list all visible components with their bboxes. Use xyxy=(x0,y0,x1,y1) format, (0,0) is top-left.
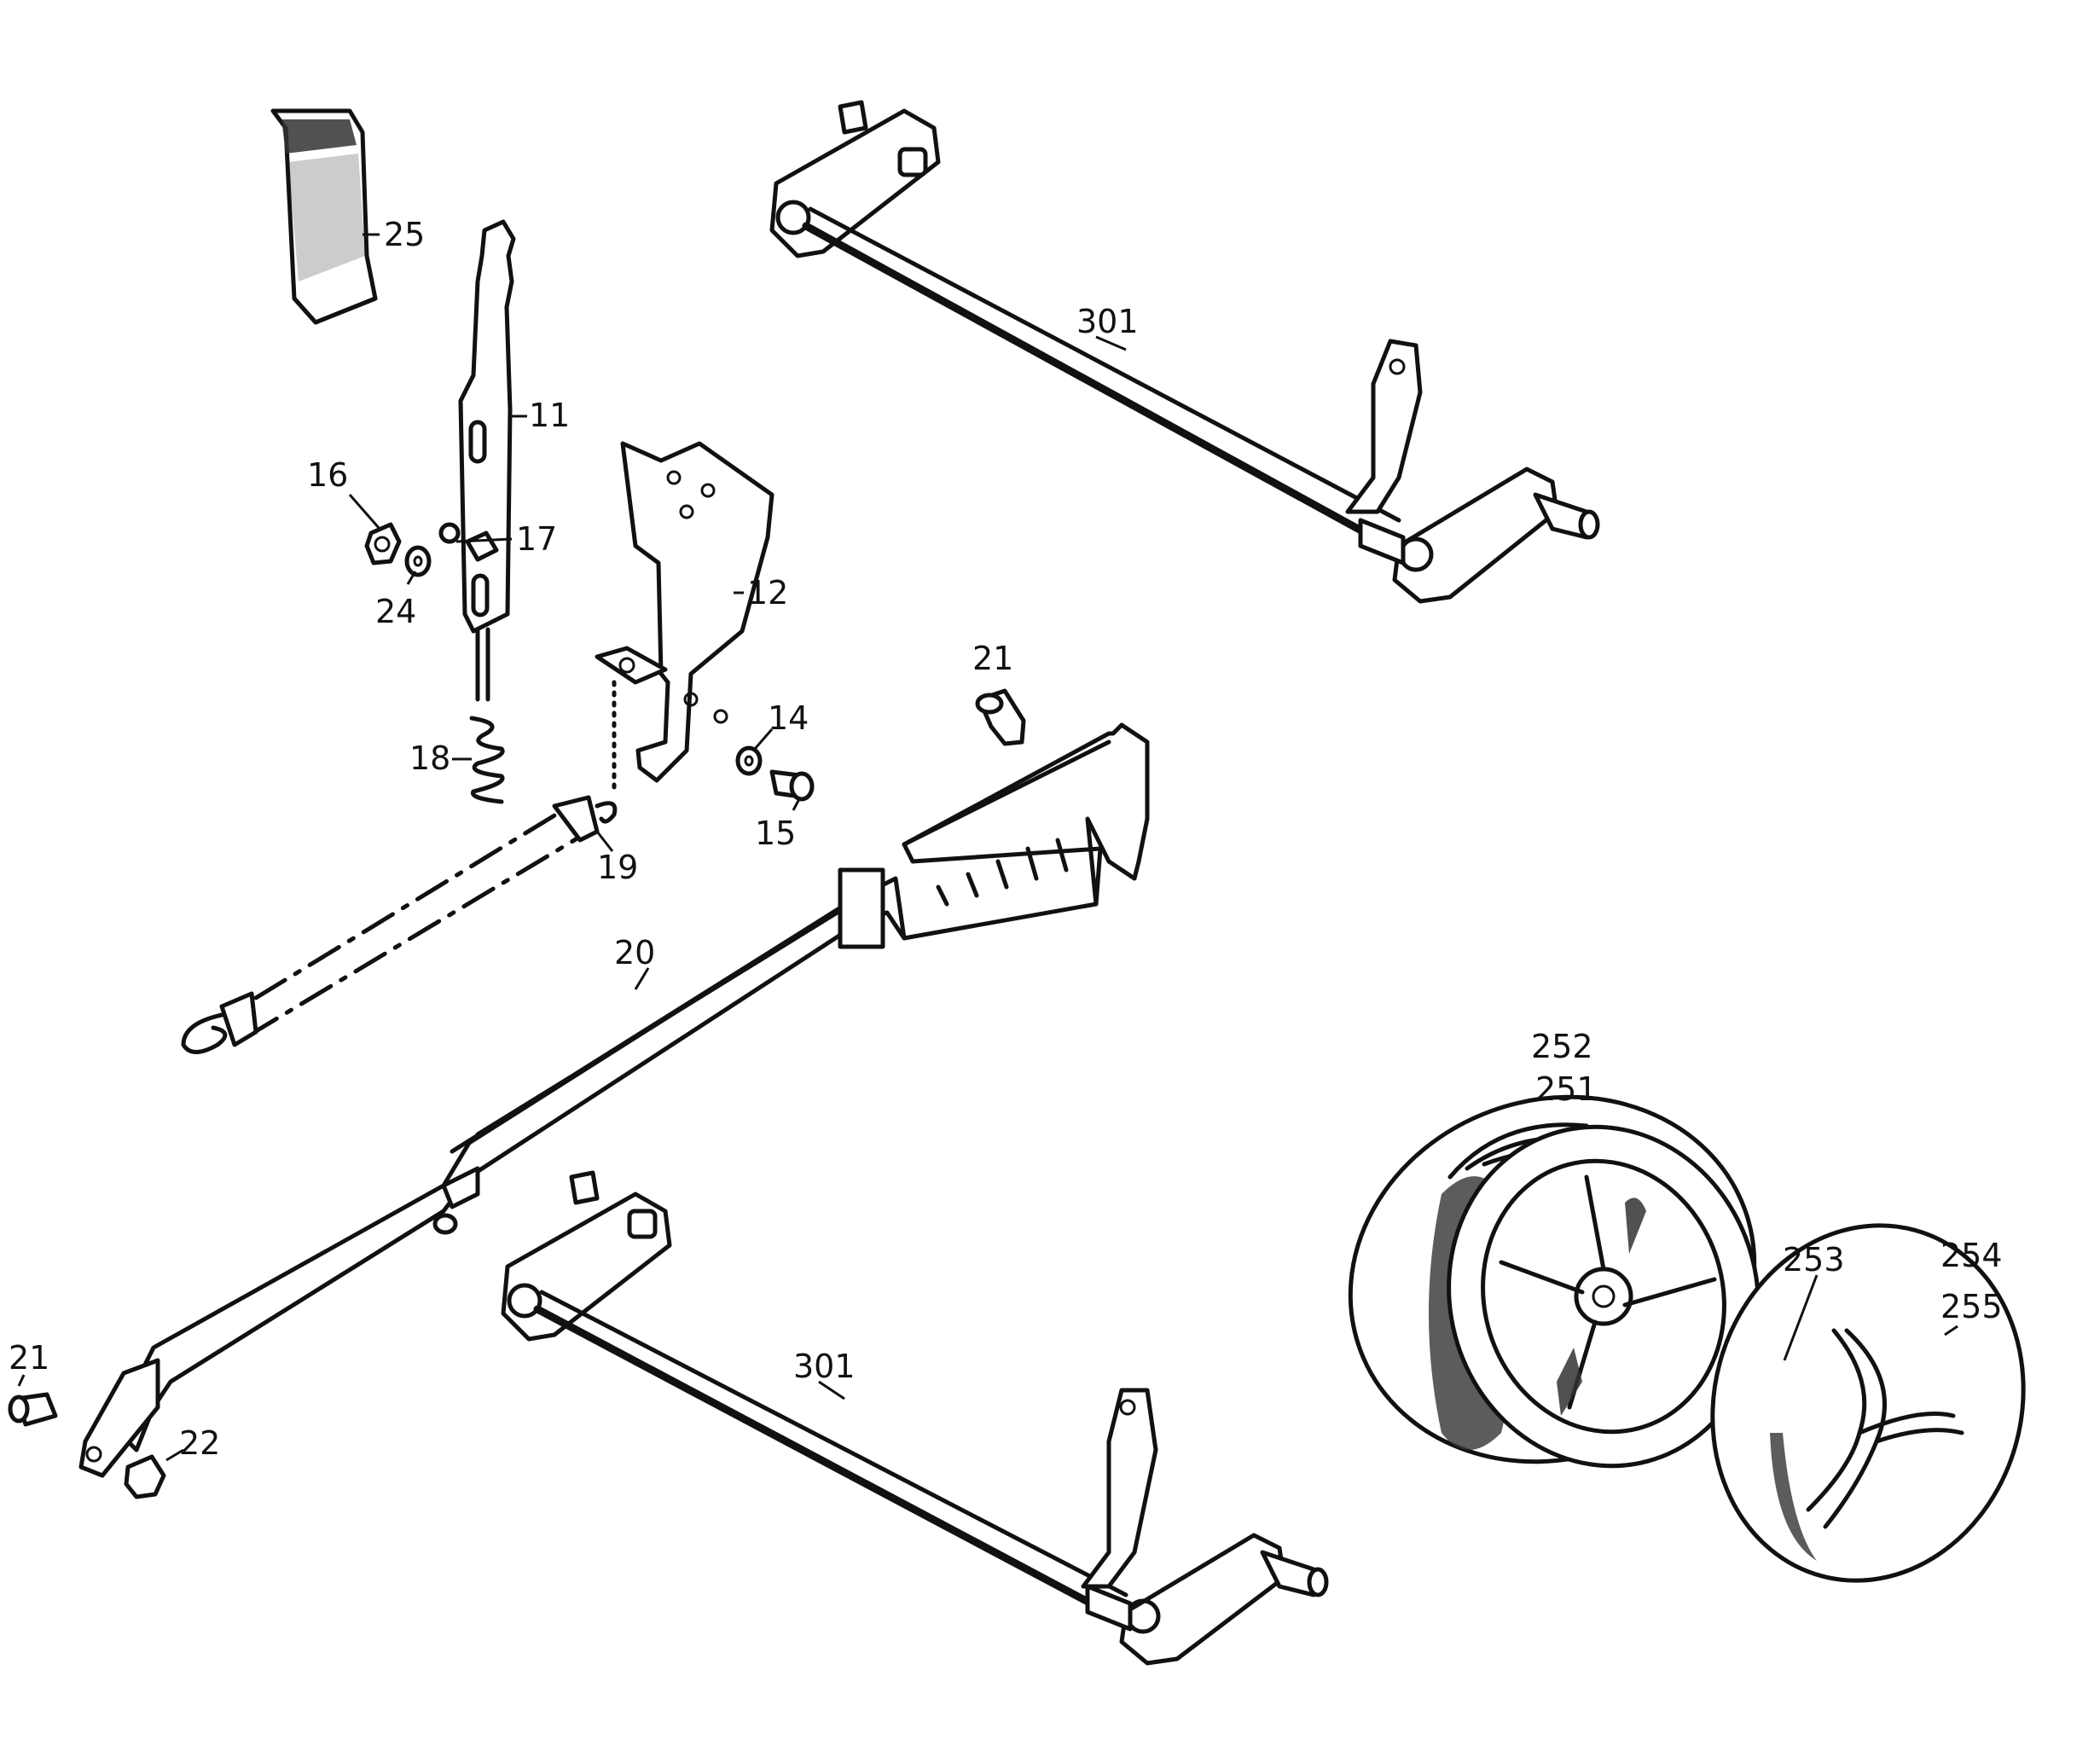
part-301-axle-lower xyxy=(501,1170,1329,1666)
callout-254: 254 xyxy=(1940,1237,2003,1274)
callout-251: 251 xyxy=(1535,1070,1598,1108)
part-254-255-hubcap xyxy=(1710,1223,2026,1583)
callout-16: 16 xyxy=(307,456,348,494)
part-25-handle-grip xyxy=(270,108,378,325)
callout-301-lower: 301 xyxy=(793,1348,856,1385)
part-24-washer xyxy=(404,545,432,577)
leader-lines xyxy=(17,233,1958,1462)
callout-labels: 25 11 16 17 24 12 18 19 14 15 21 20 301 … xyxy=(9,216,2003,1462)
callout-25: 25 xyxy=(384,216,425,253)
callout-12: 12 xyxy=(747,574,788,612)
part-16-nut xyxy=(364,522,402,565)
part-251-252-wheel xyxy=(1348,1094,1761,1469)
part-21-bolt-lower xyxy=(8,1392,58,1427)
callout-17: 17 xyxy=(516,520,557,558)
part-21-bolt-upper xyxy=(975,688,1026,746)
callout-19: 19 xyxy=(597,849,638,886)
callout-11: 11 xyxy=(529,397,570,434)
part-11-lever-plate xyxy=(458,219,516,702)
part-17-screw-head xyxy=(438,522,461,544)
callout-15: 15 xyxy=(755,815,796,852)
part-22-nut xyxy=(124,1454,166,1499)
part-15-screw xyxy=(769,769,815,802)
callout-301-upper: 301 xyxy=(1076,303,1139,340)
part-12-bracket xyxy=(595,441,774,796)
part-14-washer xyxy=(735,745,763,776)
callout-255: 255 xyxy=(1940,1288,2003,1325)
part-19-cable xyxy=(181,795,618,1054)
callout-20: 20 xyxy=(614,934,655,971)
callout-252: 252 xyxy=(1531,1028,1593,1065)
part-18-spring xyxy=(469,716,505,804)
callout-22: 22 xyxy=(179,1424,220,1462)
callout-21-upper: 21 xyxy=(972,640,1013,677)
callout-24: 24 xyxy=(375,593,416,630)
part-20-handle-rail xyxy=(78,722,1150,1478)
callout-18: 18 xyxy=(409,739,450,777)
part-301-axle-upper xyxy=(769,100,1600,604)
callout-21-lower: 21 xyxy=(9,1339,49,1377)
callout-14: 14 xyxy=(768,699,809,737)
callout-253: 253 xyxy=(1783,1241,1845,1278)
